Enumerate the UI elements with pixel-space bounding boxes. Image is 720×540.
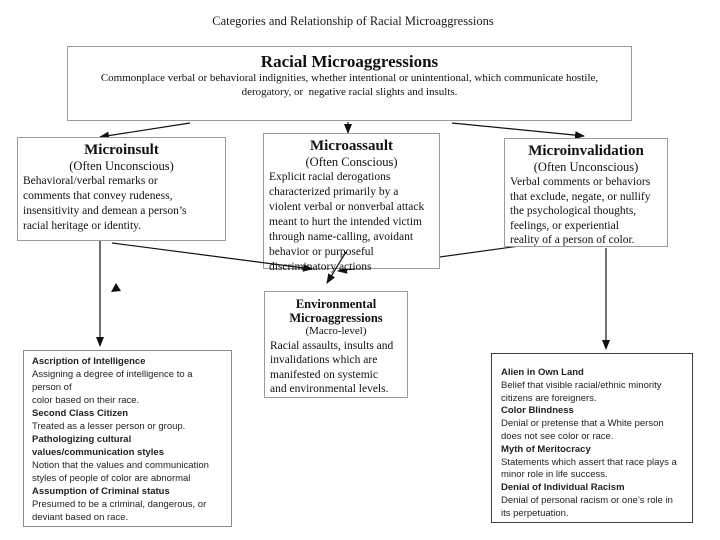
example-term: Alien in Own Land — [501, 367, 584, 378]
example-definition: Treated as a lesser person or group. — [32, 421, 186, 432]
example-definition: Denial or pretense that a White person d… — [501, 418, 664, 442]
example-item: Pathologizing cultural values/communicat… — [32, 433, 227, 485]
arrow-root-to-microinsult — [99, 122, 191, 140]
example-term: Denial of Individual Racism — [501, 482, 625, 494]
example-term: Pathologizing cultural values/communicat… — [32, 434, 164, 458]
example-item: Ascription of Intelligence Assigning a d… — [32, 355, 227, 407]
node-microinvalidation: Microinvalidation (Often Unconscious) Ve… — [504, 138, 668, 247]
node-microinsult-examples: Ascription of Intelligence Assigning a d… — [23, 350, 232, 527]
node-microinsult: Microinsult (Often Unconscious) Behavior… — [17, 137, 226, 241]
example-item: Color Blindness Denial or pretense that … — [501, 405, 688, 443]
node-title: Microassault — [309, 138, 394, 154]
example-definition: Assigning a degree of intelligence to a … — [32, 369, 193, 406]
example-item: Second Class Citizen Treated as a lesser… — [32, 407, 227, 433]
node-title: Microinsult — [84, 142, 159, 158]
example-definition: Denial of personal racism or one’s role … — [501, 494, 673, 519]
example-definition: Presumed to be a criminal, dangerous, or… — [32, 499, 207, 523]
node-body: Racial assaults, insults and invalidatio… — [270, 340, 394, 395]
node-title: Environmental Microaggressions — [289, 297, 383, 325]
example-term: Assumption of Criminal status — [32, 486, 170, 497]
example-item: Myth of Meritocracy Statements which ass… — [501, 444, 688, 482]
node-subtitle: (Often Conscious) — [305, 155, 398, 169]
example-term: Second Class Citizen — [32, 408, 129, 419]
slide-title: Categories and Relationship of Racial Mi… — [212, 14, 494, 28]
node-subtitle: (Macro-level) — [305, 325, 367, 337]
node-subtitle: (Often Unconscious) — [69, 159, 174, 173]
node-title: Racial Microaggressions — [260, 52, 439, 71]
node-microinvalidation-examples: Alien in Own Land Belief that visible ra… — [491, 353, 693, 523]
node-environmental-microaggressions: Environmental Microaggressions (Macro-le… — [264, 291, 408, 398]
node-body: Verbal comments or behaviors that exclud… — [510, 176, 651, 246]
node-body: Behavioral/verbal remarks or comments th… — [23, 175, 187, 232]
arrow-root-to-microinvalidation — [451, 122, 585, 140]
example-definition: Statements which assert that race plays … — [501, 456, 677, 481]
example-term: Color Blindness — [501, 405, 574, 417]
example-definition: Notion that the values and communication… — [32, 460, 209, 484]
example-term: Ascription of Intelligence — [32, 356, 146, 367]
example-item: Denial of Individual Racism Denial of pe… — [501, 482, 688, 520]
node-racial-microaggressions: Racial Microaggressions Commonplace verb… — [67, 46, 632, 121]
example-term: Myth of Meritocracy — [501, 443, 591, 455]
node-body: Commonplace verbal or behavioral indigni… — [100, 72, 599, 98]
node-title: Microinvalidation — [528, 143, 644, 159]
example-item: Alien in Own Land Belief that visible ra… — [501, 367, 688, 405]
stray-arrowhead-icon — [111, 283, 121, 292]
node-microassault: Microassault (Often Conscious) Explicit … — [263, 133, 440, 273]
node-subtitle: (Often Unconscious) — [533, 160, 639, 174]
example-item: Assumption of Criminal status Presumed t… — [32, 485, 227, 524]
example-definition: Belief that visible racial/ethnic minori… — [501, 379, 662, 404]
node-body: Explicit racial derogations characterize… — [269, 171, 425, 273]
